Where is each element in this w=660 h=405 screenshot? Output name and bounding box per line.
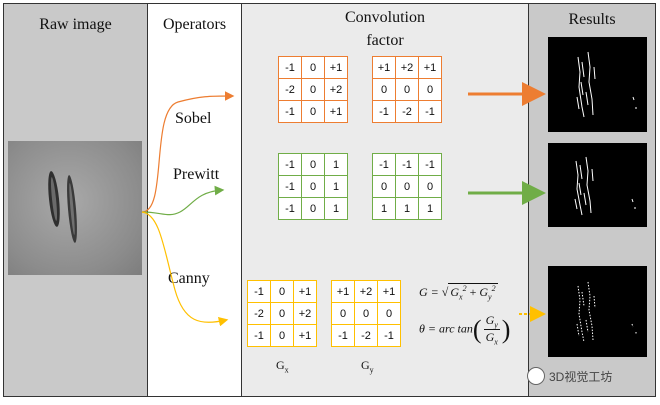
raw-image-title: Raw image: [39, 16, 112, 33]
kernel-cell: +1: [293, 280, 317, 303]
result-sobel-edges: [576, 51, 637, 118]
operators-panel: Operators: [147, 3, 242, 397]
operators-title: Operators: [162, 16, 227, 33]
operator-label-prewitt: Prewitt: [173, 166, 220, 183]
label-gy: Gy: [361, 358, 374, 375]
result-image-canny: [548, 266, 647, 357]
kernel-cell: -1: [377, 324, 401, 347]
result-image-prewitt: [548, 143, 647, 227]
watermark: 3D视觉工坊: [527, 366, 653, 386]
result-prewitt-edges: [574, 156, 636, 216]
curve-canny: [141, 211, 229, 327]
kernel-cell: 0: [377, 302, 401, 325]
label-gx: Gx: [276, 358, 289, 375]
kernel-cell: +1: [418, 56, 442, 79]
kernel-cell: 1: [418, 197, 442, 220]
kernel-cell: -1: [278, 197, 302, 220]
raw-image: [8, 141, 142, 275]
kernel-row: -1-2-1: [372, 100, 442, 123]
watermark-logo-icon: [527, 367, 545, 385]
kernel-cell: +1: [324, 56, 348, 79]
operator-label-canny: Canny: [168, 270, 210, 287]
curve-prewitt: [141, 185, 225, 216]
convolution-title-line2: factor: [366, 32, 404, 49]
operator-label-sobel: Sobel: [175, 110, 212, 127]
kernel-row: -1-2-1: [331, 324, 401, 347]
convolution-title-line1: Convolution: [344, 9, 425, 26]
kernel-cell: +1: [324, 100, 348, 123]
formula-magnitude: G = √Gx2 + Gy2: [419, 283, 498, 302]
watermark-text: 3D视觉工坊: [549, 370, 613, 384]
result-canny-edges: [576, 281, 637, 343]
kernel-row: -1-1-1: [372, 153, 442, 176]
kernel-cell: 0: [418, 78, 442, 101]
kernel-row: +1+2+1: [331, 280, 401, 303]
curve-sobel: [141, 91, 235, 213]
kernel-cell: +2: [293, 302, 317, 325]
result-image-sobel: [548, 37, 647, 132]
kernel-cell: -1: [418, 100, 442, 123]
kernel-cell: 1: [324, 197, 348, 220]
kernel-row: +1+2+1: [372, 56, 442, 79]
results-title: Results: [568, 11, 616, 28]
kernel-cell: +1: [293, 324, 317, 347]
